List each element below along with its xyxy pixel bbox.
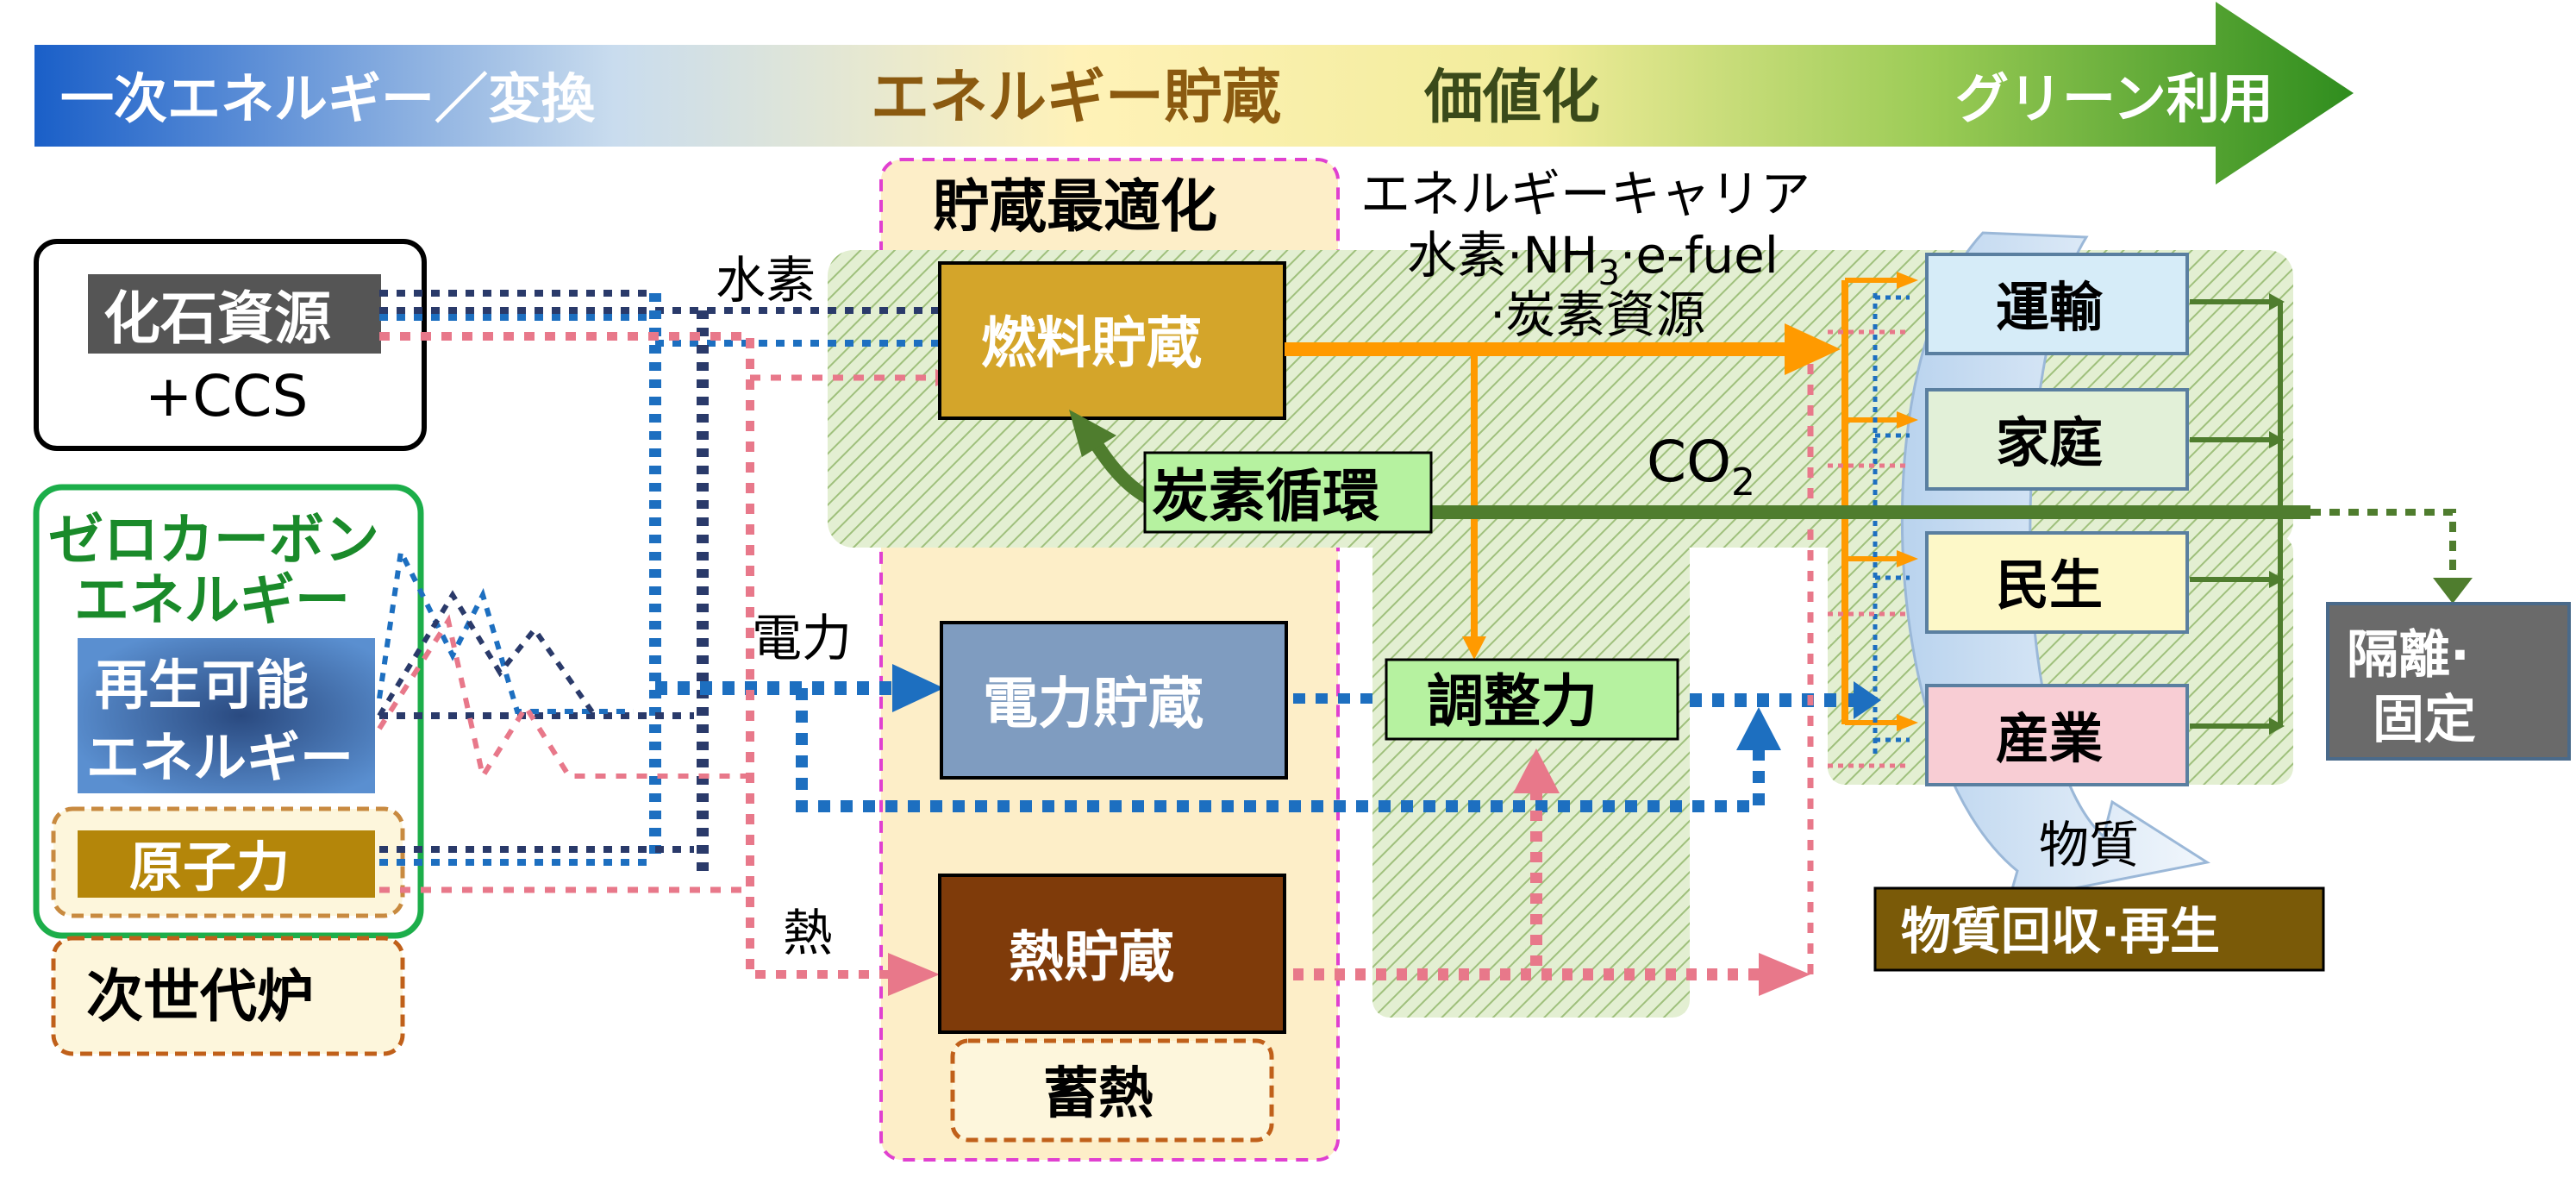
nuclear-box <box>78 830 375 898</box>
renewable-label-line2: エネルギー <box>86 726 353 789</box>
ccs-label: +CCS <box>145 363 308 429</box>
carrier-arrow-commercial <box>1897 550 1918 567</box>
material-label: 物質 <box>2039 816 2139 874</box>
carrier-line2-pre: 水素·NH <box>1407 226 1597 285</box>
nuclear-label: 原子力 <box>129 836 290 899</box>
co2-isolation-arrowhead <box>2433 578 2473 604</box>
co2-sector-arrow-2 <box>2269 431 2285 448</box>
co2-sector-arrow-4 <box>2269 717 2285 735</box>
carrier-arrow-industry <box>1897 714 1918 731</box>
carrier-line2-sub: 3 <box>1597 254 1619 293</box>
carrier-arrow-balance <box>1462 636 1486 660</box>
sector-transport-box <box>1925 253 2189 355</box>
fuel-storage-box <box>938 261 1286 420</box>
heat-accumulation-label: 蓄熱 <box>1043 1062 1154 1126</box>
material-recovery-box <box>1873 886 2325 972</box>
fossil-label-bg <box>88 274 381 354</box>
storage-optimization-title: 貯蔵最適化 <box>933 173 1217 240</box>
sector-feed-flows <box>1828 293 1910 768</box>
heat-flows <box>377 332 1814 980</box>
carrier-label-line3: ·炭素資源 <box>1490 285 1705 344</box>
isolation-label-line1: 隔離· <box>2347 625 2470 686</box>
electricity-flow-label: 電力 <box>752 609 852 667</box>
sector-household-label: 家庭 <box>1996 411 2103 474</box>
heat-storage-box <box>938 874 1286 1034</box>
banner-left-label: 一次エネルギー／変換 <box>60 67 596 130</box>
co2-main: CO <box>1647 429 1731 495</box>
carrier-arrow-main <box>1785 323 1841 375</box>
sector-household-box <box>1925 388 2189 491</box>
heat-accumulation-box <box>950 1038 1274 1143</box>
sector-commercial-label: 民生 <box>1996 554 2103 617</box>
fossil-label: 化石資源 <box>103 285 331 352</box>
carbon-cycle-label: 炭素循環 <box>1152 463 1379 529</box>
sector-commercial-box <box>1925 531 2189 634</box>
isolation-box <box>2326 602 2571 761</box>
power-storage-label: 電力貯蔵 <box>983 673 1204 736</box>
heat-arrow-balance <box>1513 748 1560 793</box>
power-storage-box <box>940 621 1288 780</box>
carrier-flows <box>1285 278 1901 725</box>
next-gen-reactor-label: 次世代炉 <box>86 963 314 1030</box>
sector-industry-box <box>1925 684 2189 786</box>
fuel-storage-label: 燃料貯蔵 <box>981 312 1202 376</box>
co2-sub: 2 <box>1731 460 1755 504</box>
banner-right-label: グリーン利用 <box>1955 67 2273 130</box>
zero-carbon-title-line2: エネルギー <box>74 569 350 633</box>
co2-return-arrowhead <box>1069 410 1116 457</box>
heat-arrow-main <box>888 953 940 996</box>
balancing-label: 調整力 <box>1427 668 1597 735</box>
material-recovery-label: 物質回収·再生 <box>1901 902 2220 961</box>
carrier-arrow-transport <box>1897 272 1918 289</box>
electricity-arrow-main <box>892 664 944 712</box>
hydrogen-flow-label: 水素 <box>716 251 816 310</box>
heat-storage-label: 熱貯蔵 <box>1009 926 1174 990</box>
carrier-line2-post: ·e-fuel <box>1620 226 1779 285</box>
sector-industry-label: 産業 <box>1996 707 2103 770</box>
co2-sector-arrow-3 <box>2269 571 2285 588</box>
isolation-label-line2: 固定 <box>2373 690 2476 750</box>
carrier-label-line2: 水素·NH3·e-fuel <box>1407 226 1779 293</box>
carrier-label-line1: エネルギーキャリア <box>1360 165 1810 223</box>
renewable-label-line1: 再生可能 <box>95 654 309 717</box>
carbon-cycle-box <box>1143 451 1433 534</box>
progression-banner <box>34 2 2354 185</box>
banner-storage-label: エネルギー貯蔵 <box>871 64 1281 132</box>
renewable-box <box>78 638 375 793</box>
next-gen-reactor-box <box>51 936 405 1056</box>
hydrogen-flows <box>377 290 940 871</box>
electricity-arrow-up <box>1736 707 1781 750</box>
co2-label: CO2 <box>1647 429 1755 504</box>
co2-sector-arrow-1 <box>2269 293 2285 310</box>
balancing-box <box>1385 658 1679 741</box>
zero-carbon-title-line1: ゼロカーボン <box>48 509 379 573</box>
electricity-flows <box>655 681 1862 812</box>
electricity-arrow-sector <box>1854 681 1881 719</box>
carrier-arrow-household <box>1897 411 1918 429</box>
heat-flow-label: 熱 <box>783 904 833 962</box>
heat-arrow-sector <box>1759 953 1810 996</box>
banner-value-label: 価値化 <box>1423 64 1600 132</box>
sector-transport-label: 運輸 <box>1996 276 2104 339</box>
